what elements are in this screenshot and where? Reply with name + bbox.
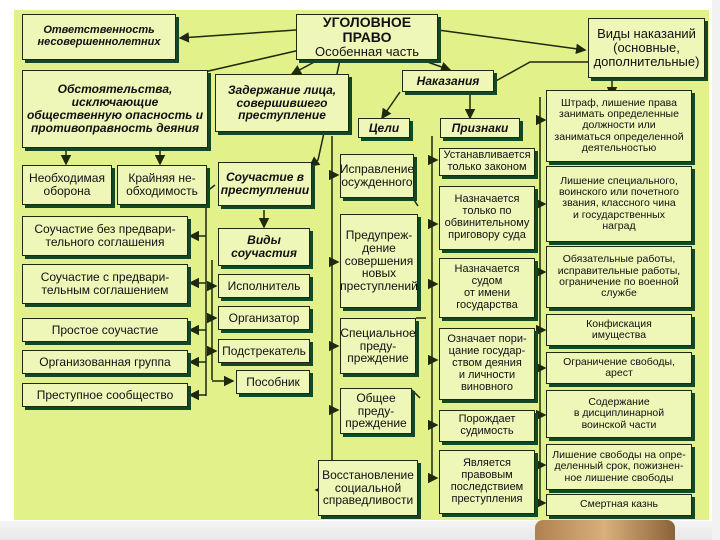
goal-special-prevention-box: Специальное преду- преждение (340, 318, 416, 374)
accomplice-box: Пособник (236, 370, 310, 394)
goal-general-prevention-box: Общее преду- преждение (340, 388, 412, 434)
punishment-confiscation-box: Конфискация имущества (546, 314, 692, 346)
goal-correction-box: Исправление осужденного (340, 154, 414, 198)
responsibility-minors-box: Ответственность несовершеннолетних (22, 14, 176, 60)
page-title: УГОЛОВНОЕ ПРАВО (322, 14, 412, 45)
page-subtitle: Особенная часть (315, 44, 419, 60)
coin-stack-image (535, 520, 675, 540)
punishment-death-box: Смертная казнь (546, 494, 692, 516)
punishment-works-box: Обязательные работы, исправительные рабо… (546, 246, 692, 308)
sign-record-box: Порождает судимость (439, 410, 535, 442)
punishment-deprivation-rank-box: Лишение специального, воинского или поче… (546, 166, 692, 242)
detention-box: Задержание лица, совершившего преступлен… (215, 74, 349, 132)
complicity-with-agreement-box: Соучастие с предвари- тельным соглашение… (22, 264, 188, 304)
executor-box: Исполнитель (218, 274, 310, 298)
punishment-military-box: Содержание в дисциплинарной воинской час… (546, 390, 692, 438)
goal-prevention-new-box: Предупреж- дение совершения новых престу… (340, 214, 418, 308)
punishment-fine-box: Штраф, лишение права занимать определенн… (546, 90, 692, 162)
instigator-box: Подстрекатель (218, 339, 310, 363)
necessary-defense-box: Необходимая оборона (22, 165, 112, 205)
goals-box: Цели (358, 118, 410, 138)
title-box: УГОЛОВНОЕ ПРАВО Особенная часть (296, 14, 438, 60)
criminal-community-box: Преступное сообщество (22, 383, 188, 407)
organized-group-box: Организованная группа (22, 350, 188, 374)
sign-condemnation-box: Означает пори- цание государ- ством деян… (439, 328, 535, 400)
kinds-punishments-box: Виды наказаний (основные, дополнительные… (588, 18, 705, 78)
organizer-box: Организатор (218, 306, 310, 330)
sign-law-box: Устанавливается только законом (439, 148, 535, 176)
goal-restoration-justice-box: Восстановление социальной справедливости (318, 460, 418, 516)
circumstances-box: Обстоятельства, исключающие общественную… (22, 70, 208, 148)
right-edge (712, 0, 720, 540)
extreme-necessity-box: Крайняя не- обходимость (117, 165, 207, 205)
complicity-box: Соучастие в преступлении (218, 162, 312, 206)
punishments-box: Наказания (402, 70, 494, 92)
sign-state-box: Назначается судом от имени государства (439, 258, 535, 318)
signs-box: Признаки (440, 118, 520, 138)
sign-consequence-box: Является правовым последствием преступле… (439, 450, 535, 514)
complicity-no-agreement-box: Соучастие без предвари- тельного соглаше… (22, 216, 188, 256)
punishment-restriction-box: Ограничение свободы, арест (546, 352, 692, 384)
sign-verdict-box: Назначается только по обвинительному при… (439, 186, 535, 250)
simple-complicity-box: Простое соучастие (22, 318, 188, 342)
kinds-complicity-box: Виды соучастия (218, 228, 310, 266)
punishment-imprisonment-box: Лишение свободы на опре- деленный срок, … (546, 444, 692, 490)
